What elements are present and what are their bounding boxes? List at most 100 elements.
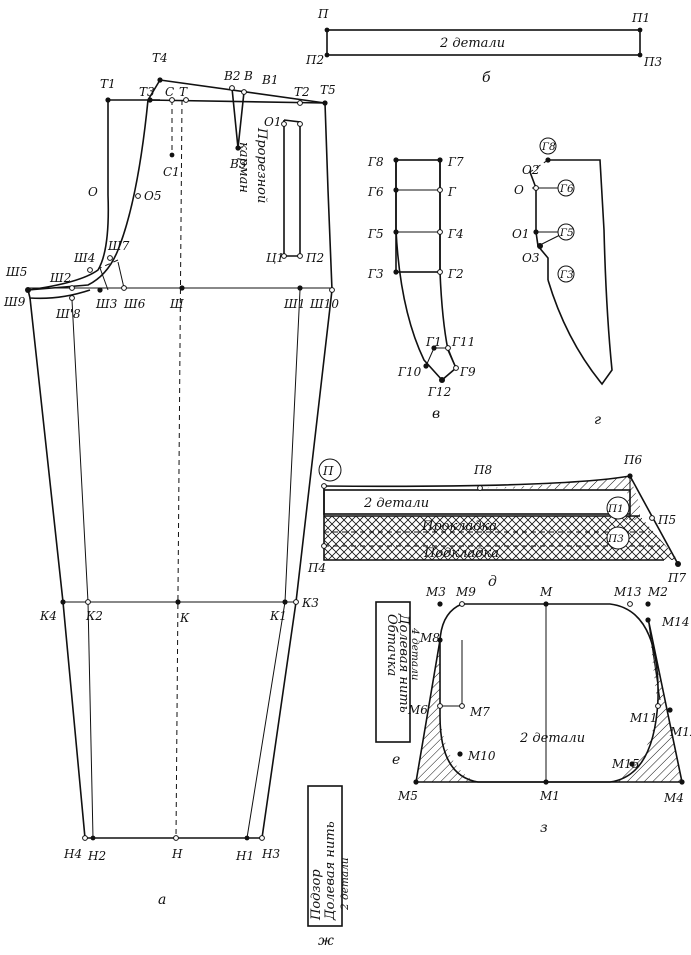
label-C: С xyxy=(165,85,174,99)
label-Sh3: Ш3 xyxy=(95,297,118,311)
label-g-G5: Г5 xyxy=(559,227,574,239)
podzor-text-3: 2 детали xyxy=(339,857,351,911)
label-K3: К3 xyxy=(301,596,319,610)
label-v-G2: Г2 xyxy=(447,267,464,281)
podzor-text-2: Долевая нить xyxy=(323,821,338,921)
caption-g: г xyxy=(594,412,601,428)
waistband-text: 2 детали xyxy=(439,36,505,51)
label-d-P3: П3 xyxy=(607,533,624,545)
obtachka-text-1: Обтачка xyxy=(384,614,399,676)
label-v-G10: Г10 xyxy=(397,365,422,379)
label-Sh7: Ш7 xyxy=(107,239,130,253)
label-v-G11: Г11 xyxy=(451,335,475,349)
caption-d: д xyxy=(488,574,497,590)
pocket-label-1: Прорезной xyxy=(254,127,269,203)
label-B1: В1 xyxy=(261,73,278,87)
label-Sh4: Ш4 xyxy=(73,251,95,265)
label-v-G1: Г1 xyxy=(425,335,442,349)
label-d-P6: П6 xyxy=(623,453,642,467)
label-H: Н xyxy=(171,847,183,861)
podzor-text-1: Подзор xyxy=(309,869,324,921)
label-v-G12: Г12 xyxy=(427,385,451,399)
label-z-M11: М11 xyxy=(629,711,658,725)
label-Sh8: Ш'8 xyxy=(55,307,81,321)
label-T4: Т4 xyxy=(152,51,168,65)
label-Sh1: Ш1 xyxy=(283,297,305,311)
figure-a-trousers: Т4 Т1 Т3 С Т С1 В2 В В1 В3 Т2 Т5 О1 О О5… xyxy=(3,51,339,908)
label-T2: Т2 xyxy=(294,85,310,99)
label-P2: П2 xyxy=(305,251,324,265)
caption-zh: ж xyxy=(318,933,334,949)
podkladka-text: Подкладка xyxy=(423,546,499,561)
label-K4: К4 xyxy=(39,609,57,623)
figure-z-pocket: М3 М9 М М13 М2 М8 М14 М6 М7 М11 М12 М10 … xyxy=(397,585,691,836)
label-B2: В2 xyxy=(223,69,240,83)
label-g-O2: О2 xyxy=(522,163,539,177)
label-z-M8: М8 xyxy=(419,631,440,645)
label-g-O: О xyxy=(514,183,524,197)
label-v-G7: Г7 xyxy=(447,155,464,169)
label-Sh10: Ш10 xyxy=(309,297,339,311)
label-g-G3: Г3 xyxy=(559,269,574,281)
label-O5: О5 xyxy=(144,189,161,203)
label-Sh5: Ш5 xyxy=(5,265,27,279)
label-z-M7: М7 xyxy=(469,705,490,719)
label-H1: Н1 xyxy=(235,849,254,863)
caption-z: з xyxy=(540,820,548,836)
label-H4: Н4 xyxy=(63,847,82,861)
label-d-P7: П7 xyxy=(667,571,686,585)
label-b-P: П xyxy=(317,7,329,21)
label-v-G4: Г4 xyxy=(447,227,464,241)
caption-a: а xyxy=(158,892,166,908)
label-H2: Н2 xyxy=(87,849,106,863)
label-d-P5: П5 xyxy=(657,513,676,527)
label-Sh9: Ш9 xyxy=(3,295,26,309)
label-T3: Т3 xyxy=(139,85,155,99)
label-z-M1: М1 xyxy=(539,789,560,803)
label-Sh: Ш xyxy=(169,297,184,311)
label-z-M: М xyxy=(539,585,553,599)
label-d-P8: П8 xyxy=(473,463,492,477)
label-z-M10: М10 xyxy=(467,749,496,763)
pocket-label-2: карман xyxy=(236,142,251,193)
label-v-G3: Г3 xyxy=(367,267,384,281)
label-T5: Т5 xyxy=(320,83,336,97)
caption-e: е xyxy=(392,752,400,768)
figure-e-label: Обтачка Долевая нить 4 детали е xyxy=(375,601,421,768)
label-v-G9: Г9 xyxy=(459,365,476,379)
label-v-G: Г xyxy=(447,185,457,199)
label-v-G8: Г8 xyxy=(367,155,384,169)
label-z-M13: М13 xyxy=(613,585,642,599)
caption-v: в xyxy=(432,406,440,422)
label-b-P3: П3 xyxy=(643,55,662,69)
label-d-P: П xyxy=(322,464,334,478)
label-z-M4: М4 xyxy=(663,791,684,805)
figure-d-waistband-layers: П П8 П6 П1 П5 П3 П4 П7 2 детали Прокладк… xyxy=(307,453,686,590)
figure-g-facing: Г8 О2 О Г6 О1 Г5 О3 Г3 г xyxy=(512,137,613,428)
label-K1: К1 xyxy=(269,609,287,623)
label-z-M5: М5 xyxy=(397,789,418,803)
label-g-G8: Г8 xyxy=(541,141,556,153)
label-C1: С1 xyxy=(163,165,180,179)
label-g-O3: О3 xyxy=(522,251,540,265)
label-z-M9: М9 xyxy=(455,585,476,599)
label-z-M3: М3 xyxy=(425,585,446,599)
label-z-M2: М2 xyxy=(647,585,668,599)
label-Sh2: Ш2 xyxy=(49,271,71,285)
obtachka-text-2: Долевая нить xyxy=(396,613,411,713)
label-b-P1: П1 xyxy=(631,11,650,25)
label-b-P2: П2 xyxy=(305,53,324,67)
figure-b-waistband: П П1 П2 П3 2 детали б xyxy=(305,7,662,86)
figure-v-fly: Г8 Г7 Г6 Г Г5 Г4 Г3 Г2 Г1 Г11 Г10 Г9 Г12… xyxy=(367,155,476,422)
label-Sh6: Ш6 xyxy=(123,297,146,311)
waistband2-text: 2 детали xyxy=(363,496,429,511)
label-z-M15: М15 xyxy=(611,757,640,771)
label-d-P1: П1 xyxy=(607,503,624,515)
label-z-M12: М12 xyxy=(669,725,691,739)
label-z-M14: М14 xyxy=(661,615,690,629)
label-U1: Ц1 xyxy=(266,251,284,265)
label-K2: К2 xyxy=(85,609,103,623)
label-B3: В3 xyxy=(229,157,247,171)
label-T: Т xyxy=(179,85,188,99)
